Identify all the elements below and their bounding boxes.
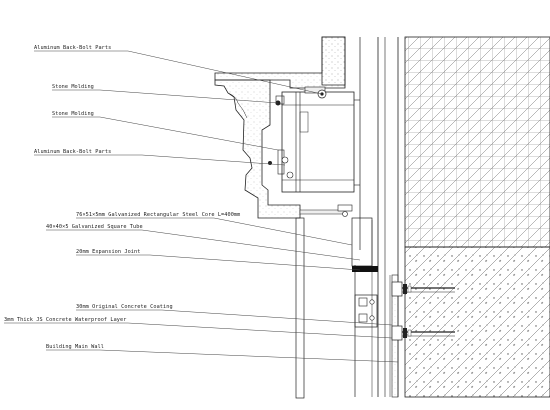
- label-aluminum-back-bolt-top: Aluminum Back-Bolt Parts: [34, 45, 111, 51]
- label-steel-core: 76×51×5mm Galvanized Rectangular Steel C…: [76, 212, 240, 218]
- label-aluminum-back-bolt-bottom: Aluminum Back-Bolt Parts: [34, 149, 111, 155]
- label-waterproof-layer: 3mm Thick JS Concrete Waterproof Layer: [4, 317, 126, 323]
- expansion-joint-fill: [352, 266, 378, 272]
- main-wall-brick: [397, 36, 550, 248]
- leader-lines: [4, 50, 399, 363]
- label-stone-molding-2: Stone Molding: [52, 111, 94, 117]
- lower-bracket: [295, 204, 378, 399]
- label-concrete-coating: 30mm Original Concrete Coating: [76, 304, 173, 310]
- label-stone-molding-1: Stone Molding: [52, 84, 94, 90]
- anchor-bracket: [354, 281, 455, 341]
- steel-frame: [268, 86, 360, 193]
- label-expansion-joint: 20mm Expansion Joint: [76, 249, 140, 255]
- concrete-area: [397, 246, 550, 398]
- label-building-main-wall: Building Main Wall: [46, 344, 104, 350]
- cladding-layer: [354, 37, 386, 397]
- label-square-tube: 40×40×5 Galvanized Square Tube: [46, 224, 143, 230]
- parapet-stone: [214, 36, 346, 89]
- stone-molding: [214, 79, 301, 219]
- labels: Aluminum Back-Bolt Parts Stone Molding S…: [4, 45, 240, 350]
